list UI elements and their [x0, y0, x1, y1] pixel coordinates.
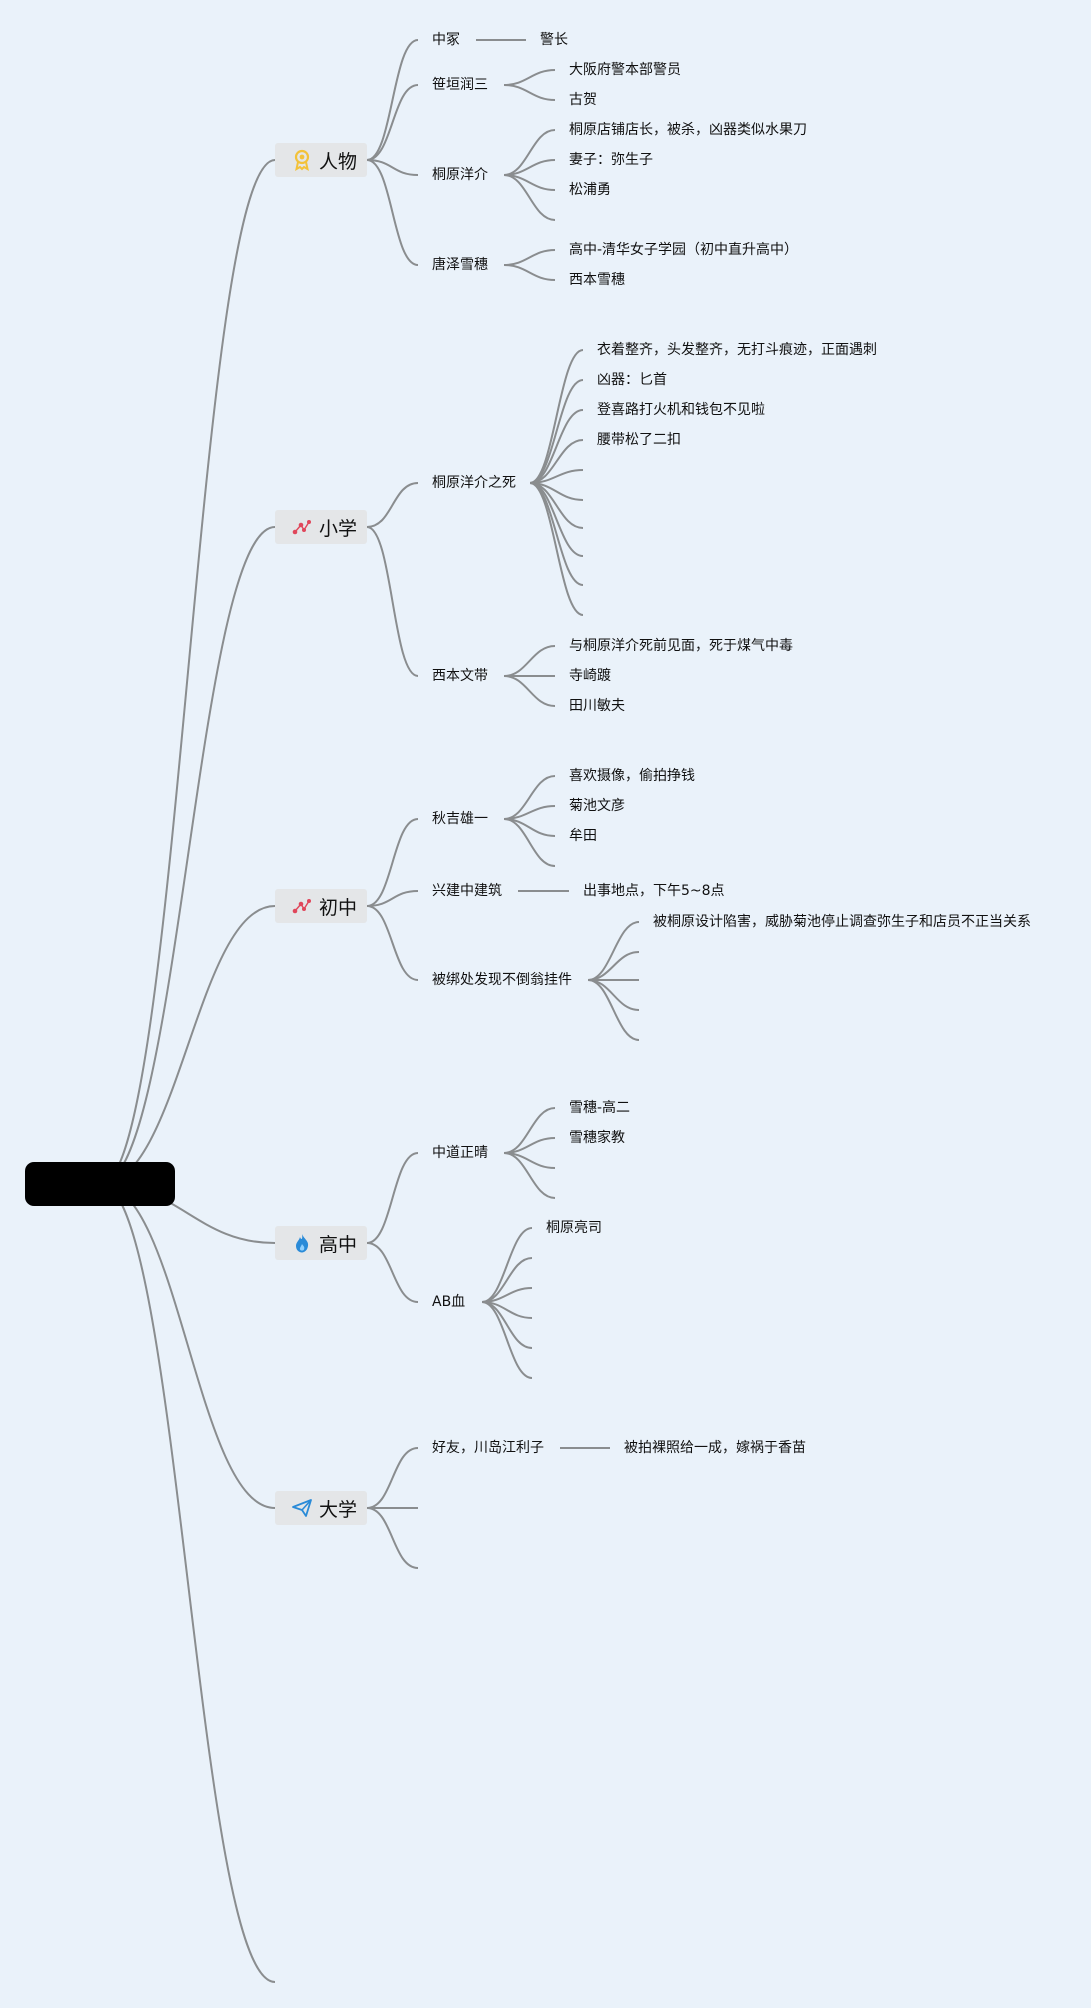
- subtopic-connector: [587, 979, 640, 1041]
- branch-node-1[interactable]: 人物: [275, 143, 367, 177]
- branch-child-connector: [366, 905, 419, 981]
- subtopic-node[interactable]: 妻子：弥生子: [569, 152, 653, 168]
- branch-child-connector: [366, 1507, 419, 1569]
- subtopic-connector: [503, 675, 556, 707]
- topic-node[interactable]: 桐原洋介: [432, 167, 488, 183]
- branch-child-connector: [366, 526, 419, 677]
- branch-child-connector: [366, 818, 419, 907]
- subtopic-connector: [481, 1227, 533, 1303]
- root-branch-connector: [100, 526, 276, 1185]
- branch-child-connector: [366, 159, 419, 176]
- branch-label: 高中: [319, 1233, 358, 1256]
- subtopic-node[interactable]: 警长: [540, 32, 568, 48]
- paper-plane-icon: [291, 1497, 313, 1519]
- subtopic-connector: [503, 69, 556, 86]
- subtopic-connector: [529, 409, 584, 484]
- subtopic-node[interactable]: 雪穗-高二: [569, 1100, 631, 1116]
- subtopic-node[interactable]: 大阪府警本部警员: [569, 62, 681, 78]
- flame-icon: [291, 1232, 313, 1254]
- branch-child-connector: [366, 84, 419, 161]
- subtopic-node[interactable]: 高中-清华女子学园（初中直升高中）: [569, 242, 799, 258]
- topic-node[interactable]: AB血: [432, 1294, 466, 1310]
- subtopic-node[interactable]: 喜欢摄像，偷拍挣钱: [569, 768, 695, 784]
- subtopic-node[interactable]: 腰带松了二扣: [597, 432, 681, 448]
- subtopic-connector: [481, 1301, 533, 1379]
- topic-node[interactable]: 桐原洋介之死: [432, 475, 516, 491]
- subtopic-node[interactable]: 登喜路打火机和钱包不见啦: [597, 402, 765, 418]
- branch-label: 初中: [319, 896, 358, 919]
- branch-child-connector: [366, 1152, 419, 1244]
- subtopic-node[interactable]: 与桐原洋介死前见面，死于煤气中毒: [569, 638, 793, 654]
- subtopic-node[interactable]: 菊池文彦: [569, 798, 625, 814]
- subtopic-connector: [587, 921, 640, 981]
- topic-node[interactable]: 中道正晴: [432, 1145, 488, 1161]
- subtopic-node[interactable]: 寺崎踱: [569, 668, 611, 684]
- branch-label: 人物: [319, 150, 358, 173]
- subtopic-connector: [529, 379, 584, 484]
- subtopic-node[interactable]: 田川敏夫: [569, 698, 625, 714]
- award-ribbon-icon: [291, 149, 313, 171]
- topic-node[interactable]: 被绑处发现不倒翁挂件: [432, 972, 572, 988]
- branch-label: 小学: [319, 517, 358, 540]
- subtopic-node[interactable]: 被拍裸照给一成，嫁祸于香苗: [624, 1440, 806, 1456]
- root-branch-connector: [100, 1183, 276, 1983]
- topic-node[interactable]: 唐泽雪穗: [432, 257, 488, 273]
- topic-node[interactable]: 笹垣润三: [432, 77, 488, 93]
- topic-node[interactable]: 兴建中建筑: [432, 883, 502, 899]
- subtopic-node[interactable]: 雪穗家教: [569, 1130, 625, 1146]
- root-branch-connector: [100, 159, 276, 1185]
- subtopic-node[interactable]: 出事地点，下午5~8点: [583, 883, 725, 899]
- subtopic-node[interactable]: 古贺: [569, 92, 597, 108]
- topic-node[interactable]: 西本文带: [432, 668, 488, 684]
- subtopic-node[interactable]: 凶器：匕首: [597, 372, 667, 388]
- constellation-icon: [291, 895, 313, 917]
- subtopic-connector: [587, 951, 640, 981]
- subtopic-connector: [503, 1152, 556, 1199]
- root-node[interactable]: [25, 1162, 175, 1206]
- branch-child-connector: [366, 482, 419, 528]
- subtopic-node[interactable]: 松浦勇: [569, 182, 611, 198]
- subtopic-connector: [587, 979, 640, 1011]
- branch-child-connector: [366, 1242, 419, 1303]
- subtopic-node[interactable]: 桐原店铺店长，被杀，凶器类似水果刀: [569, 122, 807, 138]
- branch-child-connector: [366, 890, 419, 907]
- subtopic-node[interactable]: 被桐原设计陷害，威胁菊池停止调查弥生子和店员不正当关系: [653, 914, 1031, 930]
- subtopic-connector: [503, 264, 556, 281]
- subtopic-node[interactable]: 牟田: [569, 828, 597, 844]
- subtopic-connector: [529, 482, 584, 616]
- subtopic-node[interactable]: 桐原亮司: [546, 1220, 602, 1236]
- topic-node[interactable]: 好友，川岛江利子: [432, 1440, 544, 1456]
- subtopic-connector: [503, 174, 556, 221]
- topic-node[interactable]: 中冢: [432, 32, 460, 48]
- subtopic-connector: [503, 249, 556, 266]
- branch-child-connector: [366, 159, 419, 266]
- branch-child-connector: [366, 1447, 419, 1509]
- subtopic-connector: [503, 645, 556, 677]
- subtopic-node[interactable]: 西本雪穗: [569, 272, 625, 288]
- branch-label: 大学: [319, 1498, 358, 1521]
- subtopic-node[interactable]: 衣着整齐，头发整齐，无打斗痕迹，正面遇刺: [597, 342, 877, 358]
- branch-node-4[interactable]: 高中: [275, 1226, 367, 1260]
- branch-node-3[interactable]: 初中: [275, 889, 367, 923]
- constellation-icon: [291, 516, 313, 538]
- branch-child-connector: [366, 39, 419, 161]
- subtopic-connector: [503, 84, 556, 101]
- topic-node[interactable]: 秋吉雄一: [432, 811, 488, 827]
- branch-node-5[interactable]: 大学: [275, 1491, 367, 1525]
- subtopic-connector: [503, 818, 556, 867]
- root-branch-connector: [100, 1183, 276, 1509]
- branch-node-2[interactable]: 小学: [275, 510, 367, 544]
- subtopic-connector: [529, 349, 584, 484]
